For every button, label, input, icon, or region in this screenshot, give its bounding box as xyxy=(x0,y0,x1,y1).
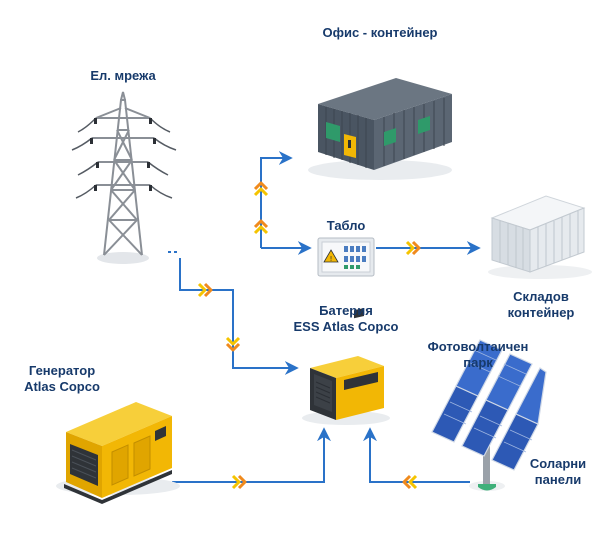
battery-label: Батерия ESS Atlas Copco xyxy=(286,303,406,335)
storage-container-icon xyxy=(488,195,592,279)
panel-label-text: Табло xyxy=(326,218,366,233)
solar-panels-icon xyxy=(431,339,547,491)
battery-ess-icon xyxy=(302,307,390,425)
battery-label-line1: Батерия xyxy=(319,303,373,318)
flow-grid-to-battery xyxy=(179,258,299,375)
solar-panels-label: Соларни панели xyxy=(520,456,596,488)
solar-panels-label-line2: панели xyxy=(534,472,582,487)
warehouse-label: Складов контейнер xyxy=(498,289,584,321)
grid-label: Ел. мрежа xyxy=(68,68,178,84)
office-label: Офис - контейнер xyxy=(305,25,455,41)
pv-park-label: Фотоволтаичен парк xyxy=(418,339,538,371)
generator-label-line1: Генератор xyxy=(28,363,96,378)
office-label-text: Офис - контейнер xyxy=(322,25,438,40)
generator-label-line2: Atlas Copco xyxy=(24,379,100,394)
flow-to-office xyxy=(260,151,293,248)
flow-solar-to-battery xyxy=(363,427,470,483)
pv-park-label-line1: Фотоволтаичен xyxy=(427,339,529,354)
power-tower-icon xyxy=(71,91,177,264)
grid-label-text: Ел. мрежа xyxy=(90,68,156,83)
office-container-icon xyxy=(308,78,452,180)
panel-label: Табло xyxy=(316,218,376,234)
generator-label: Генератор Atlas Copco xyxy=(14,363,110,395)
pv-park-label-line2: парк xyxy=(463,355,493,370)
battery-label-line2: ESS Atlas Copco xyxy=(293,319,399,334)
warehouse-label-line1: Складов xyxy=(513,289,569,304)
flow-lines xyxy=(168,151,481,483)
svg-text:!: ! xyxy=(330,255,333,263)
warehouse-label-line2: контейнер xyxy=(507,305,575,320)
flow-generator-to-battery xyxy=(172,427,331,483)
solar-panels-label-line1: Соларни xyxy=(529,456,587,471)
switchboard-icon: ! xyxy=(317,237,375,277)
generator-icon xyxy=(56,402,180,504)
